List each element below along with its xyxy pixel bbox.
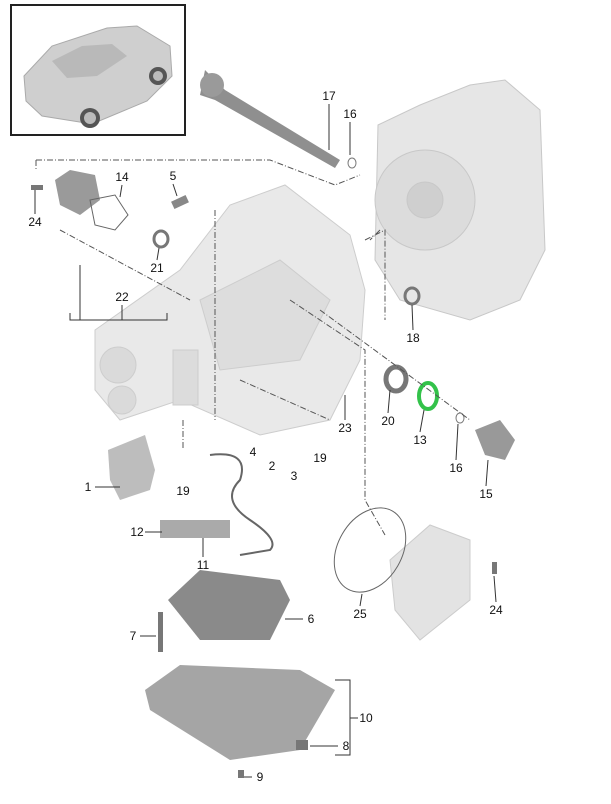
sensor (171, 194, 189, 210)
callout-5[interactable]: 5 (169, 169, 177, 183)
connector-strip (160, 520, 230, 538)
callout-19[interactable]: 19 (313, 451, 327, 465)
callout-24[interactable]: 24 (28, 215, 42, 229)
vehicle-thumbnail (10, 4, 186, 136)
callout-12[interactable]: 12 (130, 525, 144, 539)
flange (475, 420, 515, 460)
callout-23[interactable]: 23 (338, 421, 352, 435)
callout-19-lower[interactable]: 19 (176, 484, 190, 498)
seal-20 (383, 364, 409, 394)
bolt-7 (158, 612, 163, 652)
seal-18 (403, 286, 421, 306)
callout-16[interactable]: 16 (343, 107, 357, 121)
o-ring-13 (417, 381, 439, 411)
callout-21[interactable]: 21 (150, 261, 164, 275)
callout-2[interactable]: 2 (268, 459, 276, 473)
callout-14[interactable]: 14 (115, 170, 129, 184)
transmission-cover (389, 524, 471, 641)
wiring-harness (209, 453, 274, 556)
callout-4[interactable]: 4 (249, 445, 257, 459)
bolt-24 (492, 562, 497, 574)
callout-17[interactable]: 17 (322, 89, 336, 103)
heat-shield (108, 435, 155, 500)
engine-block (374, 79, 546, 321)
gasket-ring (333, 507, 407, 593)
alignment-lines (35, 159, 471, 536)
callout-18[interactable]: 18 (406, 331, 420, 345)
car-illustration (23, 25, 173, 128)
callout-7[interactable]: 7 (129, 629, 137, 643)
screw-9 (238, 770, 244, 778)
valve-body (168, 570, 290, 640)
callout-16-lower[interactable]: 16 (449, 461, 463, 475)
callout-22[interactable]: 22 (115, 290, 129, 304)
callout-13[interactable]: 13 (413, 433, 427, 447)
callout-8[interactable]: 8 (342, 739, 350, 753)
callout-25[interactable]: 25 (353, 607, 367, 621)
callout-24-lower[interactable]: 24 (489, 603, 503, 617)
circlip-16-top (347, 157, 357, 169)
callout-11[interactable]: 11 (196, 558, 210, 572)
oil-pan (145, 665, 335, 760)
callout-9[interactable]: 9 (256, 770, 264, 784)
transmission-housing (94, 184, 366, 436)
leader-lines (34, 104, 497, 778)
callout-20[interactable]: 20 (381, 414, 395, 428)
callout-3[interactable]: 3 (290, 469, 298, 483)
drain-plug (296, 740, 308, 750)
callout-10[interactable]: 10 (359, 711, 373, 725)
drive-shaft (200, 70, 340, 168)
clutch-slave-housing (31, 170, 170, 249)
callout-1[interactable]: 1 (84, 480, 92, 494)
callout-15[interactable]: 15 (479, 487, 493, 501)
callout-6[interactable]: 6 (307, 612, 315, 626)
